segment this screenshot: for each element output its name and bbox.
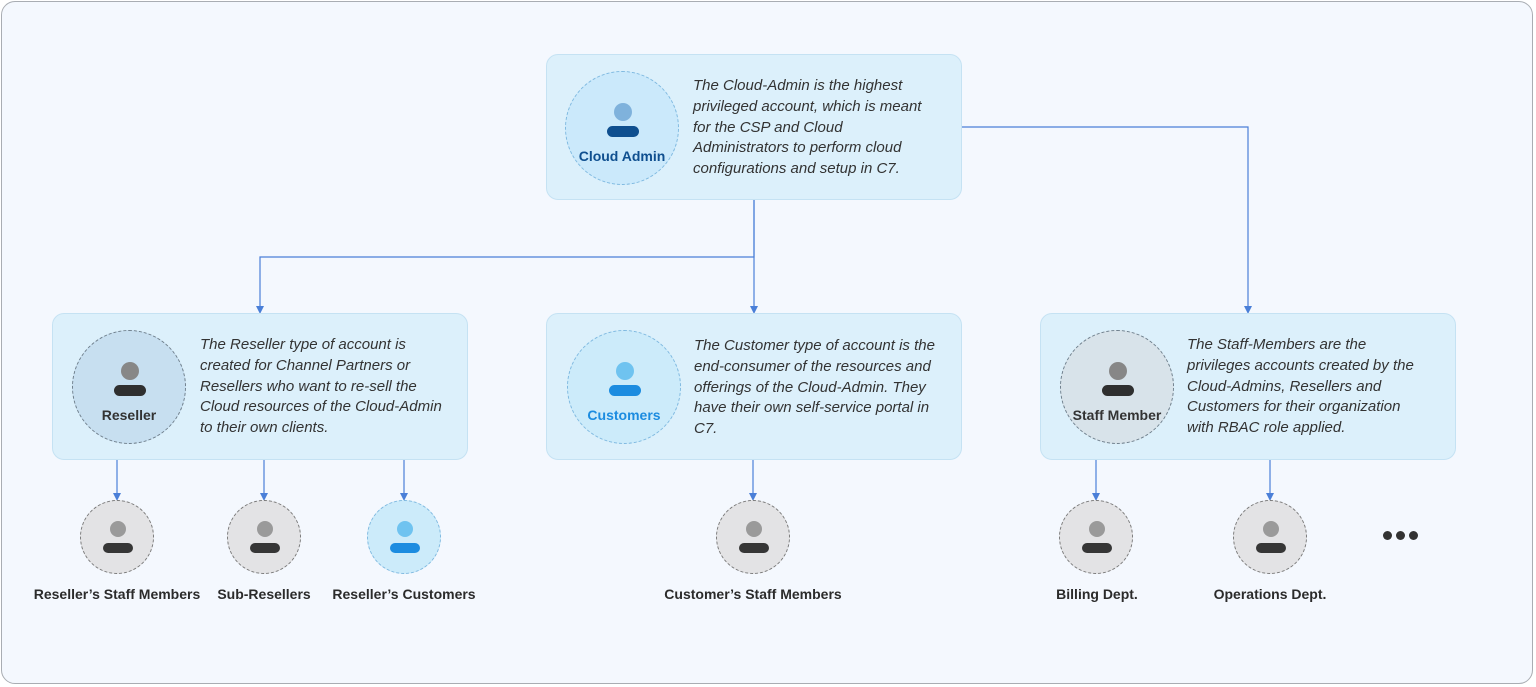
customer-staff-members-label: Customer’s Staff Members xyxy=(664,586,842,602)
reseller-customers-node xyxy=(367,500,441,574)
sub-resellers-label: Sub-Resellers xyxy=(217,586,311,602)
user-icon-body xyxy=(1256,543,1286,553)
billing-dept-label: Billing Dept. xyxy=(1056,586,1138,602)
operations-dept-node xyxy=(1233,500,1307,574)
customers-card: Customers The Customer type of account i… xyxy=(546,313,962,460)
user-icon-head xyxy=(121,362,139,380)
sub-resellers-node xyxy=(227,500,301,574)
user-icon-head xyxy=(110,521,126,537)
cloud-admin-card: Cloud Admin The Cloud-Admin is the highe… xyxy=(546,54,962,200)
customers-avatar: Customers xyxy=(567,330,681,444)
user-icon-body xyxy=(250,543,280,553)
ellipsis-dot xyxy=(1409,531,1418,540)
ellipsis-dot xyxy=(1396,531,1405,540)
staff-member-avatar: Staff Member xyxy=(1060,330,1174,444)
user-icon-head xyxy=(746,521,762,537)
user-icon-body xyxy=(103,543,133,553)
reseller-avatar: Reseller xyxy=(72,330,186,444)
connector-root-staff xyxy=(962,126,1252,314)
ellipsis-dot xyxy=(1383,531,1392,540)
reseller-card: Reseller The Reseller type of account is… xyxy=(52,313,468,460)
reseller-staff-members-node xyxy=(80,500,154,574)
ellipsis-icon xyxy=(1383,531,1423,541)
reseller-customers-label: Reseller’s Customers xyxy=(332,586,476,602)
reseller-title: Reseller xyxy=(101,407,157,423)
cloud-admin-title: Cloud Admin xyxy=(578,148,666,164)
reseller-description: The Reseller type of account is created … xyxy=(200,336,442,437)
user-icon-body xyxy=(609,385,641,396)
staff-member-title: Staff Member xyxy=(1072,407,1162,423)
user-icon-body xyxy=(114,385,146,396)
user-icon-body xyxy=(739,543,769,553)
staff-member-description: The Staff-Members are the privileges acc… xyxy=(1187,336,1414,437)
reseller-staff-members-label: Reseller’s Staff Members xyxy=(33,586,201,602)
customer-staff-members-node xyxy=(716,500,790,574)
user-icon-head xyxy=(616,362,634,380)
cloud-admin-description: The Cloud-Admin is the highest privilege… xyxy=(693,77,922,178)
staff-member-card: Staff Member The Staff-Members are the p… xyxy=(1040,313,1456,460)
cloud-admin-avatar: Cloud Admin xyxy=(565,71,679,185)
user-icon-head xyxy=(1089,521,1105,537)
connector-root-reseller xyxy=(256,200,755,314)
user-icon-head xyxy=(614,103,632,121)
user-icon-body xyxy=(1082,543,1112,553)
user-icon-head xyxy=(397,521,413,537)
customers-title: Customers xyxy=(587,407,661,423)
user-icon-body xyxy=(607,126,639,137)
user-icon-body xyxy=(390,543,420,553)
user-icon-body xyxy=(1102,385,1134,396)
user-icon-head xyxy=(257,521,273,537)
customers-description: The Customer type of account is the end-… xyxy=(694,337,935,438)
user-icon-head xyxy=(1263,521,1279,537)
billing-dept-node xyxy=(1059,500,1133,574)
user-icon-head xyxy=(1109,362,1127,380)
operations-dept-label: Operations Dept. xyxy=(1213,586,1327,602)
